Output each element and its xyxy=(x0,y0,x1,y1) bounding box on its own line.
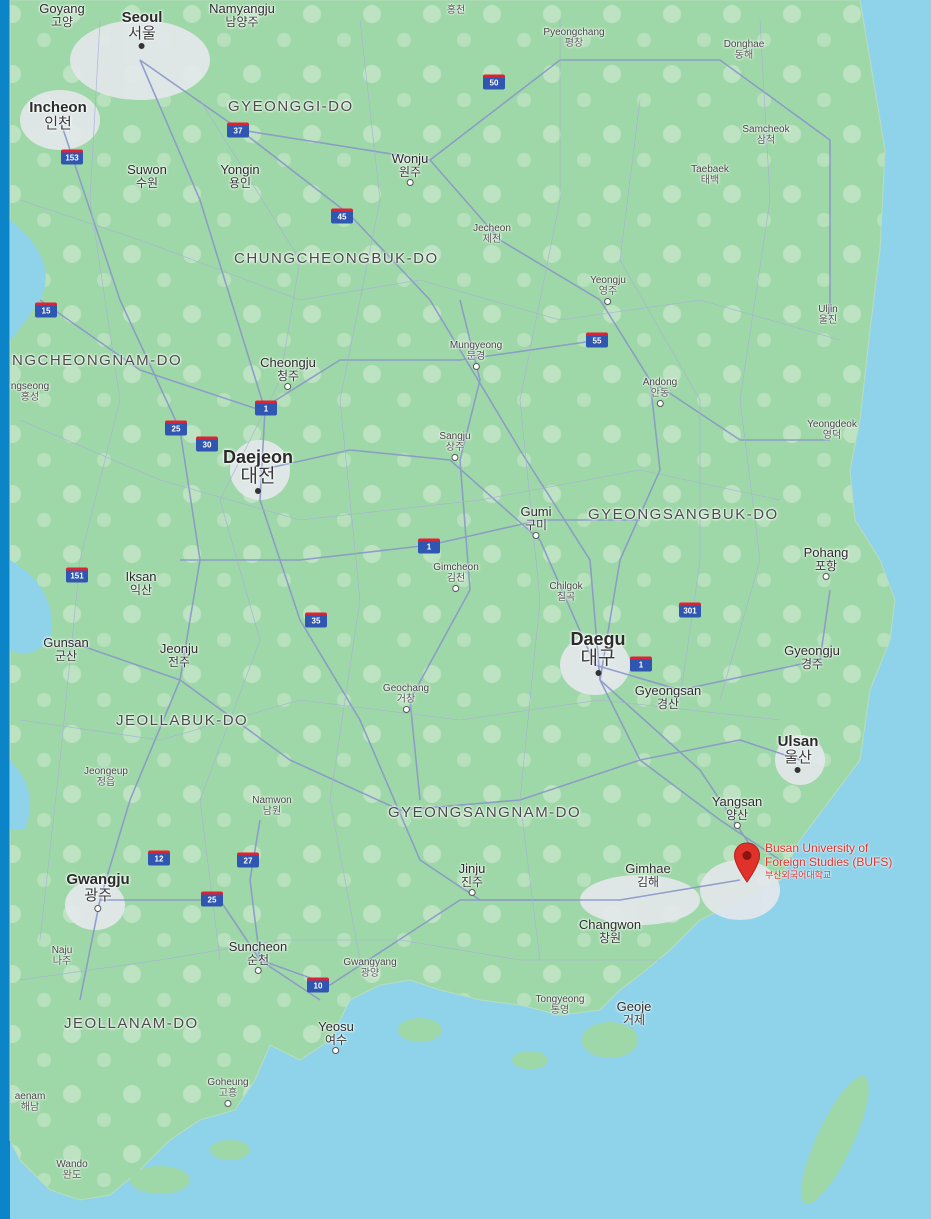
highway-shield-37: 37 xyxy=(227,122,249,138)
island-south-1 xyxy=(210,1140,250,1160)
poi-label-bufs[interactable]: Busan University of Foreign Studies (BUF… xyxy=(765,841,893,880)
highway-shield-301: 301 xyxy=(679,602,701,618)
highway-shield-1c: 1 xyxy=(630,656,652,672)
highway-shield-35: 35 xyxy=(305,612,327,628)
highway-shield-27: 27 xyxy=(237,852,259,868)
island-tsushima xyxy=(801,1076,869,1204)
highway-shield-50: 50 xyxy=(483,74,505,90)
urban-areas xyxy=(20,20,825,930)
region-jeonbuk: JEOLLABUK-DO xyxy=(116,712,249,729)
region-gyeonggi: GYEONGGI-DO xyxy=(228,98,354,115)
island-south-2 xyxy=(512,1051,548,1069)
highway-shield-153: 153 xyxy=(61,149,83,165)
island-geoje xyxy=(582,1022,638,1058)
highway-shield-45: 45 xyxy=(331,208,353,224)
region-gyeongbuk: GYEONGSANGBUK-DO xyxy=(588,506,779,523)
region-gyeongnam: GYEONGSANGNAM-DO xyxy=(388,804,582,821)
poi-title-korean: 부산외국어대학교 xyxy=(765,869,832,880)
highway-shield-15: 15 xyxy=(35,302,57,318)
island-wando xyxy=(130,1166,190,1194)
bay-west-2 xyxy=(10,560,52,654)
road-network xyxy=(39,59,831,1001)
highway-shield-1a: 1 xyxy=(255,400,277,416)
bay-west-3 xyxy=(10,760,30,830)
region-jeonnam: JEOLLANAM-DO xyxy=(64,1015,199,1032)
region-chungbuk: CHUNGCHEONGBUK-DO xyxy=(234,250,439,267)
map-pin-icon[interactable] xyxy=(733,842,761,884)
highway-shield-1b: 1 xyxy=(418,538,440,554)
highway-shield-151: 151 xyxy=(66,567,88,583)
region-chungnam: NGCHEONGNAM-DO xyxy=(12,352,183,369)
highway-shield-12: 12 xyxy=(148,850,170,866)
highway-shield-30: 30 xyxy=(196,436,218,452)
highway-shield-25a: 25 xyxy=(165,420,187,436)
highway-shield-55: 55 xyxy=(586,332,608,348)
highway-shield-25b: 25 xyxy=(201,891,223,907)
city-hongcheon[interactable]: 홍천 xyxy=(446,5,466,16)
bay-west-1 xyxy=(10,220,46,340)
poi-title-line1: Busan University of xyxy=(765,841,869,855)
highway-shield-10: 10 xyxy=(307,977,329,993)
island-namhae xyxy=(398,1018,442,1042)
poi-title-line2: Foreign Studies (BUFS) xyxy=(765,854,893,869)
